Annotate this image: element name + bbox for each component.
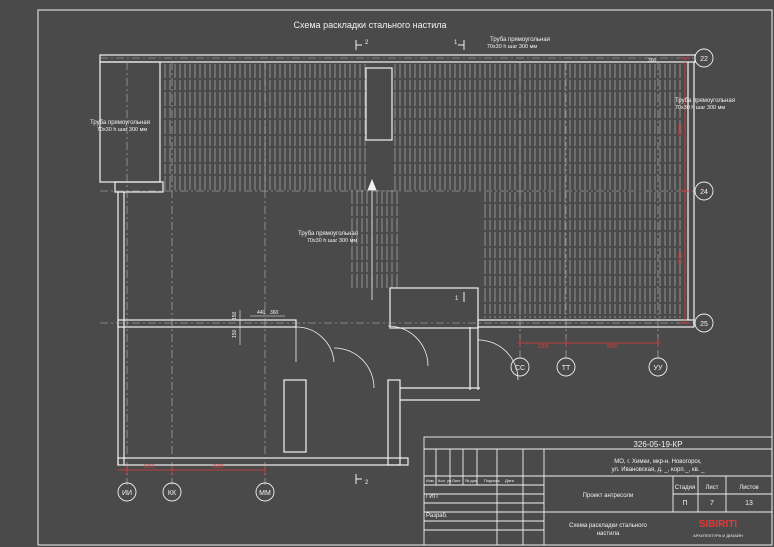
note-top-1: Труба прямоугольная [490, 37, 550, 43]
note-left-2: 70x30 h шаг 300 мм [97, 127, 148, 133]
section-mark-bottom: 2 [365, 480, 369, 486]
tb-header-cell: Изм. [426, 478, 435, 483]
axis-kk: КК [162, 482, 182, 502]
dim-corner: 300 [648, 58, 657, 64]
svg-text:25: 25 [700, 321, 708, 328]
axis-lines [100, 57, 695, 485]
tb-address-2: ул. Ивановская, д. _, корп._, кв. _ [612, 467, 706, 473]
small-dims [239, 310, 285, 345]
dim-440: 440 [257, 310, 266, 316]
axis-25: 25 [694, 313, 714, 333]
dim-150a: 150 [232, 311, 238, 320]
dim-mid-2: 2550 [606, 344, 617, 350]
opening-top [365, 67, 393, 141]
tb-address-1: МО, г. Химки, мкр-н. Новогорск, [614, 459, 702, 465]
svg-text:СС: СС [515, 365, 525, 372]
section-mark-top-right: 1 [454, 40, 458, 46]
wall-right-bottom [477, 319, 695, 328]
tb-sheet-title-2: настила [597, 531, 620, 537]
axis-mm: ММ [255, 482, 275, 502]
tb-header-cell: Лист [452, 478, 461, 483]
tb-list-header: Лист [705, 485, 718, 491]
svg-text:22: 22 [700, 56, 708, 63]
note-center-2: 70x30 h шаг 300 мм [307, 238, 358, 244]
axis-22: 22 [694, 48, 714, 68]
walls [99, 54, 696, 466]
tb-header-cell: № док. [465, 478, 478, 483]
stair-arrow [367, 178, 377, 300]
tb-code: 326-05-19-КР [633, 440, 682, 449]
sheet-frame [37, 9, 773, 546]
note-left-1: Труба прямоугольная [90, 120, 150, 126]
closet-left [283, 379, 307, 453]
tb-header-cell: Дата [505, 478, 515, 483]
svg-text:24: 24 [700, 189, 708, 196]
axis-ss: СС [510, 357, 530, 377]
svg-text:ММ: ММ [259, 490, 271, 497]
note-right-1: Труба прямоугольная [675, 98, 735, 104]
dim-360: 360 [270, 310, 279, 316]
tb-header-cell: Подпись [484, 478, 500, 483]
wall-top [99, 54, 696, 63]
wall-column [387, 379, 401, 466]
section-mark-top-left: 2 [365, 40, 369, 46]
dim-right-upper: 2800 [678, 124, 684, 135]
tb-sheet-title-1: Схема раскладки стального [569, 523, 647, 529]
axis-uu: УУ [648, 357, 668, 377]
svg-text:КК: КК [168, 490, 177, 497]
dim-bottom-2: 2600 [212, 464, 223, 470]
decking-hatch-center [351, 190, 398, 288]
dim-bottom-1: 1200 [143, 464, 154, 470]
svg-text:УУ: УУ [654, 365, 663, 372]
tb-headers: Изм.Кол. уч.Лист № док. Подпись Дата [426, 478, 515, 483]
axis-bubbles: 22 24 25 СС ТТ УУ ИИ КК ММ [117, 48, 714, 502]
dimension-lines [118, 57, 690, 474]
logo-subtitle: АРХИТЕКТУРА И ДИЗАЙН [693, 533, 743, 538]
dim-right-lower: 3600 [678, 252, 684, 263]
axis-ii: ИИ [117, 482, 137, 502]
section-marks [355, 40, 465, 484]
dim-mid-1: 1200 [537, 344, 548, 350]
stair-box [389, 287, 479, 329]
logo: SIBIRITI [699, 519, 738, 530]
axis-24: 24 [694, 181, 714, 201]
tb-list: 7 [710, 500, 714, 507]
title-block [423, 436, 773, 546]
tb-lists-header: Листов [739, 485, 759, 491]
note-top-2: 70x30 h шаг 300 мм [487, 44, 538, 50]
wall-bottom [117, 457, 409, 466]
svg-text:ИИ: ИИ [122, 490, 132, 497]
note-right-2: 70x30 h шаг 300 мм [675, 105, 726, 111]
tb-project: Проект антресоли [583, 493, 634, 499]
section-mark-mid: 1 [455, 296, 459, 302]
axis-tt: ТТ [556, 357, 576, 377]
tb-gip: ГИП [426, 494, 438, 500]
tb-lists: 13 [745, 500, 753, 507]
decking-hatch-top [164, 64, 481, 190]
tb-stage-header: Стадия [675, 485, 695, 491]
door-swings [295, 325, 519, 389]
wall-left-step [114, 181, 164, 193]
dim-150b: 150 [232, 329, 238, 338]
wall-internal [117, 319, 297, 328]
drawing-title: Схема раскладки стального настила [293, 20, 446, 30]
tb-header-cell: Кол. уч. [438, 478, 452, 483]
note-center-1: Труба прямоугольная [298, 231, 358, 237]
svg-text:ТТ: ТТ [562, 365, 571, 372]
tb-razrab: Разраб. [426, 513, 448, 519]
tb-stage: П [682, 500, 687, 507]
